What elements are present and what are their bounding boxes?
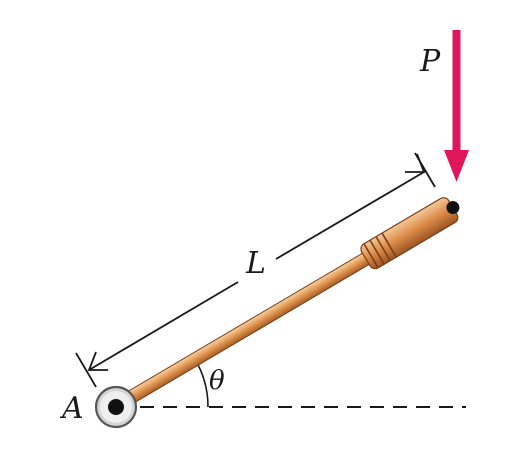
dimension-line-upper (275, 171, 425, 260)
angle-label: θ (209, 366, 225, 396)
angle-arc (195, 360, 209, 408)
sleeve-ring (369, 239, 385, 265)
sleeve-ring (375, 236, 391, 262)
dimension-arrowhead-right (405, 153, 426, 173)
dimension-tick-left (75, 352, 97, 388)
load-point (446, 201, 460, 215)
dimension-arrowhead-left (87, 351, 108, 371)
load-label: P (419, 44, 441, 79)
dimension-line-lower (88, 281, 239, 371)
rod (113, 197, 460, 411)
force-arrow-p (444, 30, 469, 182)
length-label: L (245, 246, 266, 281)
pin-support (94, 385, 138, 429)
pivot-label: A (59, 391, 84, 426)
sleeve-ring (363, 243, 379, 269)
length-dimension (75, 152, 436, 388)
sleeve-ring (381, 232, 397, 258)
